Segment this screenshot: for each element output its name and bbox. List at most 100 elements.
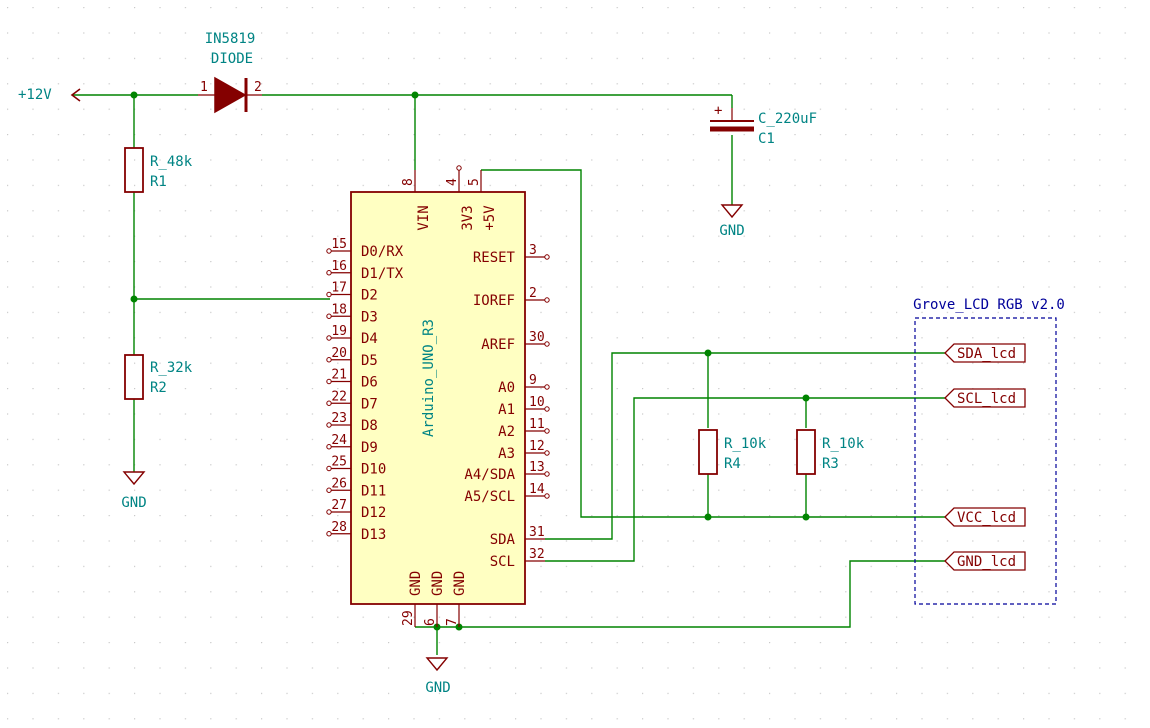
pin-number-left: 28 (331, 520, 347, 535)
pin-label-left: D6 (361, 375, 378, 391)
pin-number-left: 25 (331, 455, 347, 470)
gnd-symbol-arduino: GND (425, 657, 451, 696)
gnd-symbol-r2: GND (121, 471, 147, 511)
diode-triangle-icon (214, 76, 247, 114)
pin-number-left: 18 (331, 302, 347, 317)
pin-label-left: D2 (361, 288, 378, 304)
wire-sda (545, 352, 945, 540)
pin-number-bottom: 29 (401, 610, 416, 626)
pin-label-left: D13 (361, 527, 386, 543)
pin-label-right: A1 (498, 402, 515, 418)
gnd-label-r2: GND (121, 495, 146, 511)
grove-lcd-border (914, 317, 1057, 605)
junction-vcc-r4 (704, 513, 712, 521)
pin-label-right: IOREF (473, 293, 515, 309)
junctions (130, 91, 810, 631)
junction-12v (130, 91, 138, 99)
hier-label-shape (944, 388, 1026, 408)
resistor-r3: R_10k R3 (796, 429, 865, 475)
capacitor-polarity: + (714, 103, 722, 119)
power-12v: +12V (18, 87, 81, 103)
pin-endpoint-left (326, 422, 332, 428)
pin-endpoint-left (326, 335, 332, 341)
pin-number-left: 27 (331, 498, 347, 513)
pin-label-left: D8 (361, 418, 378, 434)
resistor-r2-value: R_32k (150, 360, 193, 376)
pin-number-left: 17 (331, 281, 347, 296)
pin-label-right: A5/SCL (464, 489, 515, 505)
capacitor-value: C_220uF (758, 111, 817, 127)
pin-endpoint-right (544, 384, 550, 390)
pin-number-left: 16 (331, 259, 347, 274)
pin-label-left: D12 (361, 505, 386, 521)
pin-label-bottom: GND (452, 571, 468, 596)
pin-label-right: A4/SDA (464, 467, 515, 483)
power-12v-label: +12V (18, 87, 52, 103)
pin-endpoint-left (326, 400, 332, 406)
pin-number-left: 24 (331, 433, 347, 448)
pin-number-left: 21 (331, 368, 347, 383)
pin-label-right: SDA (490, 532, 516, 548)
hier-label-shape (944, 507, 1026, 527)
pin-label-left: D3 (361, 309, 378, 325)
resistor-r4-ref: R4 (724, 456, 741, 472)
hier-label-shape (944, 343, 1026, 363)
resistor-r1-body (124, 147, 144, 193)
junction-divider (130, 295, 138, 303)
pin-number-right: 11 (529, 417, 545, 432)
gnd-label-cap: GND (719, 223, 744, 239)
pin-endpoint-right (544, 297, 550, 303)
pin-label-left: D1/TX (361, 266, 404, 282)
pin-number-left: 19 (331, 324, 347, 339)
pin-number-left: 26 (331, 476, 347, 491)
pin-label-right: SCL (490, 554, 515, 570)
resistor-r4: R_10k R4 (698, 429, 767, 475)
resistor-r2: R_32k R2 (124, 354, 193, 400)
wires (72, 94, 945, 655)
pin-label-right: AREF (481, 337, 515, 353)
pin-label-top: 3V3 (460, 205, 476, 230)
pin-endpoint-left (326, 444, 332, 450)
pin-label-bottom: GND (408, 571, 424, 596)
pin-endpoint-left (326, 270, 332, 276)
gnd-symbol-cap: GND (719, 204, 745, 239)
resistor-r1: R_48k R1 (124, 147, 193, 193)
pin-label-top: VIN (416, 205, 432, 230)
diode-pin2-num: 2 (254, 80, 262, 95)
hier-label-text: GND_lcd (957, 554, 1016, 570)
pin-endpoint-right (544, 428, 550, 434)
hier-label-text: SDA_lcd (957, 346, 1016, 362)
pin-label-left: D11 (361, 483, 386, 499)
pin-endpoint-right (544, 493, 550, 499)
pin-endpoint-left (326, 509, 332, 515)
wire-gnd-lcd (459, 560, 945, 628)
grove-lcd-title: Grove_LCD RGB v2.0 (913, 297, 1065, 313)
pin-endpoint-right (544, 471, 550, 477)
pin-number-left: 22 (331, 389, 347, 404)
resistor-r3-body (796, 429, 816, 475)
pin-number-right: 14 (529, 482, 545, 497)
pin-label-right: RESET (473, 250, 516, 266)
pin-number-top: 5 (467, 178, 482, 186)
capacitor-ref: C1 (758, 131, 775, 147)
pin-label-right: A0 (498, 380, 515, 396)
pin-number-right: 13 (529, 460, 545, 475)
pin-number-right: 9 (529, 373, 537, 388)
pin-number-right: 10 (529, 395, 545, 410)
pin-label-left: D4 (361, 331, 378, 347)
pin-endpoint-right (544, 254, 550, 260)
resistor-r3-ref: R3 (822, 456, 839, 472)
pin-label-right: A2 (498, 424, 515, 440)
resistor-r1-value: R_48k (150, 154, 193, 170)
pin-endpoint-right (544, 341, 550, 347)
pin-endpoint-right (544, 450, 550, 456)
resistor-r3-value: R_10k (822, 436, 865, 452)
pin-label-right: A3 (498, 446, 515, 462)
resistor-r2-body (124, 354, 144, 400)
pin-number-right: 3 (529, 243, 537, 258)
